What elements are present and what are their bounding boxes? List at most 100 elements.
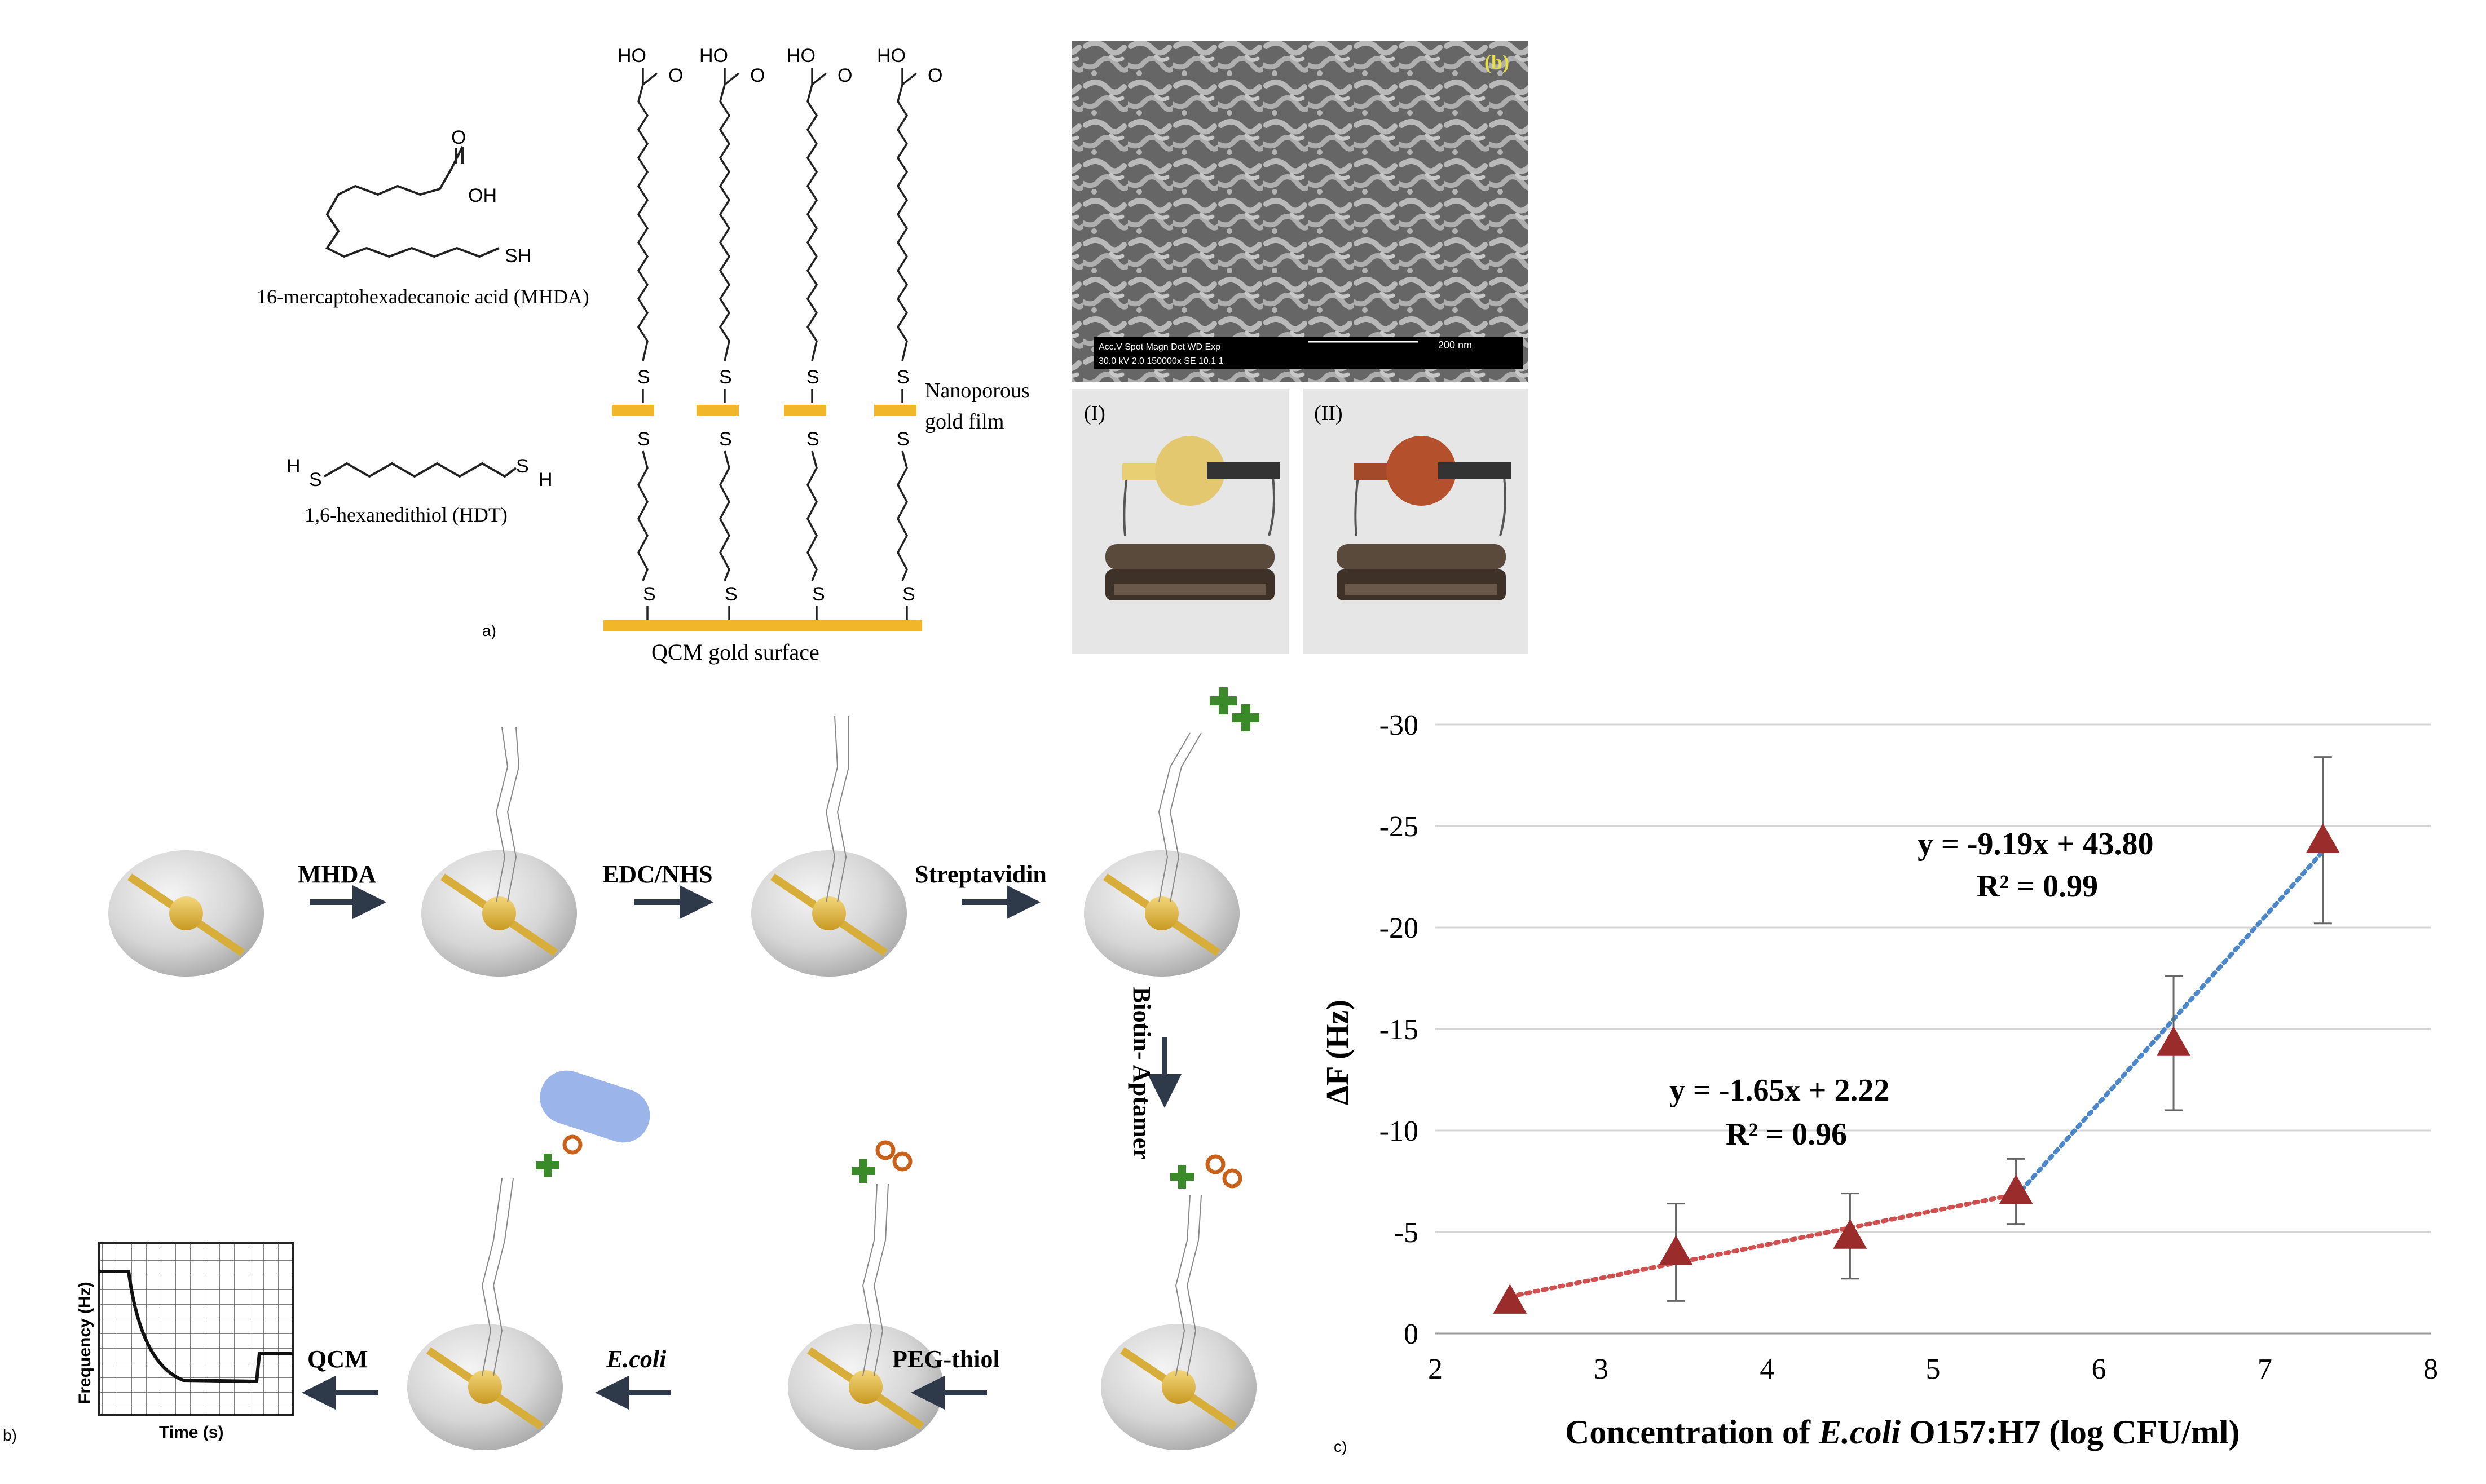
svg-text:S: S: [719, 366, 732, 388]
equation-2: y = -1.65x + 2.22: [1669, 1073, 1889, 1108]
step-qcm: QCM: [307, 1345, 368, 1373]
y-tick-label: 0: [1404, 1318, 1418, 1350]
data-point: [1833, 1219, 1867, 1249]
trendline: [2013, 849, 2325, 1199]
streptavidin-icon: [1210, 687, 1237, 714]
y-tick-label: -15: [1379, 1014, 1418, 1046]
mhda-name: 16-mercaptohexadecanoic acid (MHDA): [257, 285, 589, 308]
chart-xlabel: Concentration of E.coli O157:H7 (log CFU…: [1565, 1414, 2240, 1451]
chain-2: HO O S S S: [699, 45, 765, 620]
svg-text:S: S: [637, 366, 650, 388]
mhda-o-label: O: [451, 127, 466, 148]
data-point: [2157, 1026, 2191, 1056]
panel-b-tag: b): [3, 1426, 17, 1444]
frequency-trace: [99, 1270, 293, 1384]
x-tick-label: 3: [1594, 1353, 1608, 1385]
svg-text:(I): (I): [1084, 401, 1105, 425]
hdt-name: 1,6-hexanedithiol (HDT): [305, 504, 508, 526]
graph-xlabel: Time (s): [159, 1423, 223, 1442]
mhda-structure: [325, 146, 500, 258]
mhda-sh-label: SH: [505, 245, 531, 267]
data-point: [1659, 1235, 1693, 1265]
svg-text:O: O: [750, 65, 765, 86]
x-tick-label: 5: [1926, 1353, 1941, 1385]
svg-text:S: S: [897, 429, 910, 450]
gold-bar-3: [784, 405, 826, 416]
qcm-disc-7: [407, 1070, 650, 1450]
equation-1: y = -9.19x + 43.80: [1918, 827, 2153, 862]
qcm-disc-3: [751, 716, 907, 977]
qcm-disc-4: [1084, 687, 1259, 977]
gold-bar-4: [874, 405, 916, 416]
step-mhda: MHDA: [298, 860, 377, 888]
r2-1: R² = 0.99: [1977, 869, 2098, 904]
step-streptavidin: Streptavidin: [915, 860, 1047, 888]
qcm-disc-1: [108, 850, 264, 977]
sem-scale-label: 200 nm: [1438, 339, 1472, 351]
qcm-gold-surface: [603, 620, 922, 631]
chart-ylabel: ΔF (Hz): [1320, 1000, 1355, 1105]
qcm-disc-2: [421, 727, 577, 977]
hdt-s-left: S: [309, 469, 322, 491]
y-tick-label: -25: [1379, 811, 1418, 843]
gold-film-label: gold film: [925, 410, 1004, 434]
trendline: [1508, 1192, 2018, 1299]
panel-b: MHDA EDC/NHS Streptavidin Biotin- Aptame…: [3, 687, 1259, 1450]
chain-1: HO O S S S: [618, 45, 683, 620]
svg-text:O: O: [928, 65, 942, 86]
panel-a: O OH SH 16-mercaptohexadecanoic acid (MH…: [257, 45, 1030, 665]
svg-text:S: S: [812, 584, 825, 605]
graph-ylabel: Frequency (Hz): [76, 1282, 94, 1404]
svg-text:S: S: [806, 366, 819, 388]
svg-text:S: S: [637, 429, 650, 450]
data-point: [1493, 1284, 1527, 1314]
bacterium-icon: [540, 1070, 650, 1143]
hdt-s-right: S: [516, 456, 529, 477]
svg-text:(II): (II): [1314, 401, 1343, 425]
x-tick-label: 4: [1760, 1353, 1774, 1385]
panel-c-tag: c): [1334, 1438, 1347, 1455]
sem-tag: (b): [1484, 51, 1509, 73]
y-tick-label: -5: [1394, 1217, 1418, 1249]
x-tick-label: 2: [1428, 1353, 1443, 1385]
svg-text:O: O: [668, 65, 683, 86]
sem-info-line2: 30.0 kV 2.0 150000x SE 10.1 1: [1099, 356, 1224, 366]
y-tick-label: -20: [1379, 912, 1418, 944]
step-biotin-aptamer: Biotin- Aptamer: [1128, 987, 1156, 1160]
qcm-surface-label: QCM gold surface: [651, 639, 819, 665]
step-peg-thiol: PEG-thiol: [892, 1345, 1000, 1373]
nanoporous-label: Nanoporous: [925, 379, 1030, 403]
mhda-oh-label: OH: [468, 185, 497, 206]
svg-text:HO: HO: [787, 45, 816, 67]
qcm-disc-5: [1101, 1154, 1257, 1450]
y-tick-label: -30: [1379, 709, 1418, 741]
svg-text:S: S: [643, 584, 656, 605]
hdt-h-left: H: [286, 456, 301, 477]
chain-3: HO O S S S: [787, 45, 852, 620]
r2-2: R² = 0.96: [1726, 1117, 1847, 1152]
svg-text:HO: HO: [618, 45, 646, 67]
svg-text:S: S: [719, 429, 732, 450]
sem-image: (b) Acc.V Spot Magn Det WD Exp 30.0 kV 2…: [1072, 41, 1528, 382]
x-tick-label: 8: [2423, 1353, 2438, 1385]
svg-text:HO: HO: [877, 45, 906, 67]
step-ecoli: E.coli: [606, 1345, 667, 1373]
svg-text:S: S: [725, 584, 738, 605]
svg-text:O: O: [838, 65, 852, 86]
sem-info-line1: Acc.V Spot Magn Det WD Exp: [1099, 342, 1220, 352]
photo-1: (I): [1072, 389, 1289, 654]
gold-bar-2: [697, 405, 739, 416]
svg-text:HO: HO: [699, 45, 728, 67]
photo-2: (II): [1303, 389, 1528, 654]
x-tick-label: 6: [2092, 1353, 2106, 1385]
svg-text:S: S: [897, 366, 910, 388]
hdt-h-right: H: [539, 469, 553, 491]
chain-4: HO O S S S: [877, 45, 942, 620]
panel-a-tag: a): [482, 622, 496, 639]
hdt-structure: [324, 462, 517, 478]
y-tick-label: -10: [1379, 1115, 1418, 1147]
data-point: [2306, 823, 2340, 853]
data-point: [1999, 1174, 2033, 1204]
